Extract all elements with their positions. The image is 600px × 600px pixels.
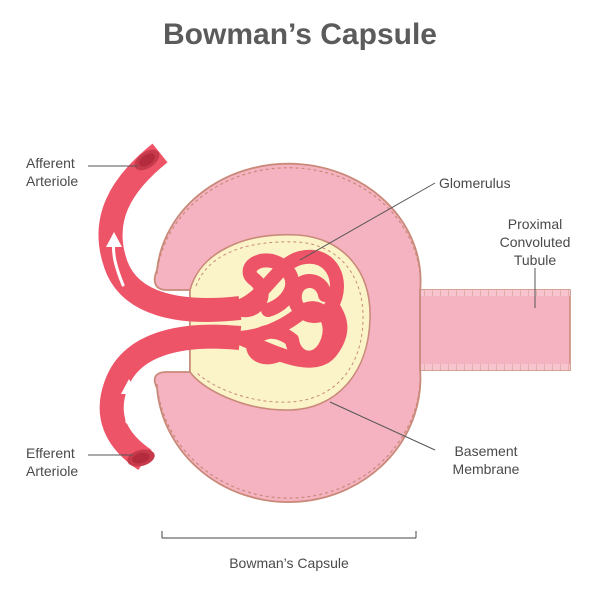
capsule-lower-epithelium	[156, 363, 422, 499]
proximal-label-line-1: Proximal	[507, 216, 563, 232]
glomerulus-capillaries	[228, 249, 348, 368]
basement-leader	[329, 401, 436, 451]
basement-label-line-2: Membrane	[452, 461, 520, 477]
arrow-up-icon-head	[121, 379, 137, 394]
proximal-convoluted-tubule-label: Proximal Convoluted Tubule	[474, 215, 596, 269]
efferent-lumen-inner	[132, 452, 150, 464]
proximal-label-line-2: Convoluted	[499, 234, 571, 250]
proximal-label-line-3: Tubule	[513, 252, 557, 268]
glomerulus-loop-2	[228, 253, 300, 318]
efferent-label-line-1: Efferent	[26, 445, 75, 461]
capsule-bracket	[161, 531, 417, 539]
efferent-arteriole-label: Efferent Arteriole	[26, 444, 78, 480]
leader-lines	[88, 165, 536, 456]
glomerulus-loop-5	[246, 324, 299, 365]
tubule-lower-epithelium	[420, 364, 570, 370]
afferent-arteriole-label: Afferent Arteriole	[26, 154, 78, 190]
tubule-upper-epithelium	[420, 290, 570, 296]
efferent-arteriole	[99, 324, 242, 470]
glomerulus-label: Glomerulus	[439, 175, 511, 191]
page-title: Bowman’s Capsule	[163, 18, 437, 51]
efferent-label-line-2: Arteriole	[26, 463, 79, 479]
afferent-flow-arrow	[106, 232, 125, 287]
afferent-lumen-inner	[139, 153, 155, 167]
basement-membrane-label: Basement Membrane	[420, 442, 552, 478]
basement-label-line-1: Basement	[454, 443, 518, 459]
afferent-label-line-1: Afferent	[26, 155, 75, 171]
afferent-label-line-2: Arteriole	[26, 173, 79, 189]
bowmans-capsule-bracket-label: Bowman’s Capsule	[229, 555, 349, 571]
glomerulus-leader	[299, 182, 436, 261]
glomerulus-loop-4	[233, 298, 348, 368]
proximal-tubule	[419, 289, 571, 371]
arrow-up-icon-head	[106, 232, 122, 247]
capsule-upper-epithelium	[156, 167, 422, 297]
basement-membrane	[195, 241, 364, 403]
efferent-flow-arrow	[121, 379, 137, 424]
